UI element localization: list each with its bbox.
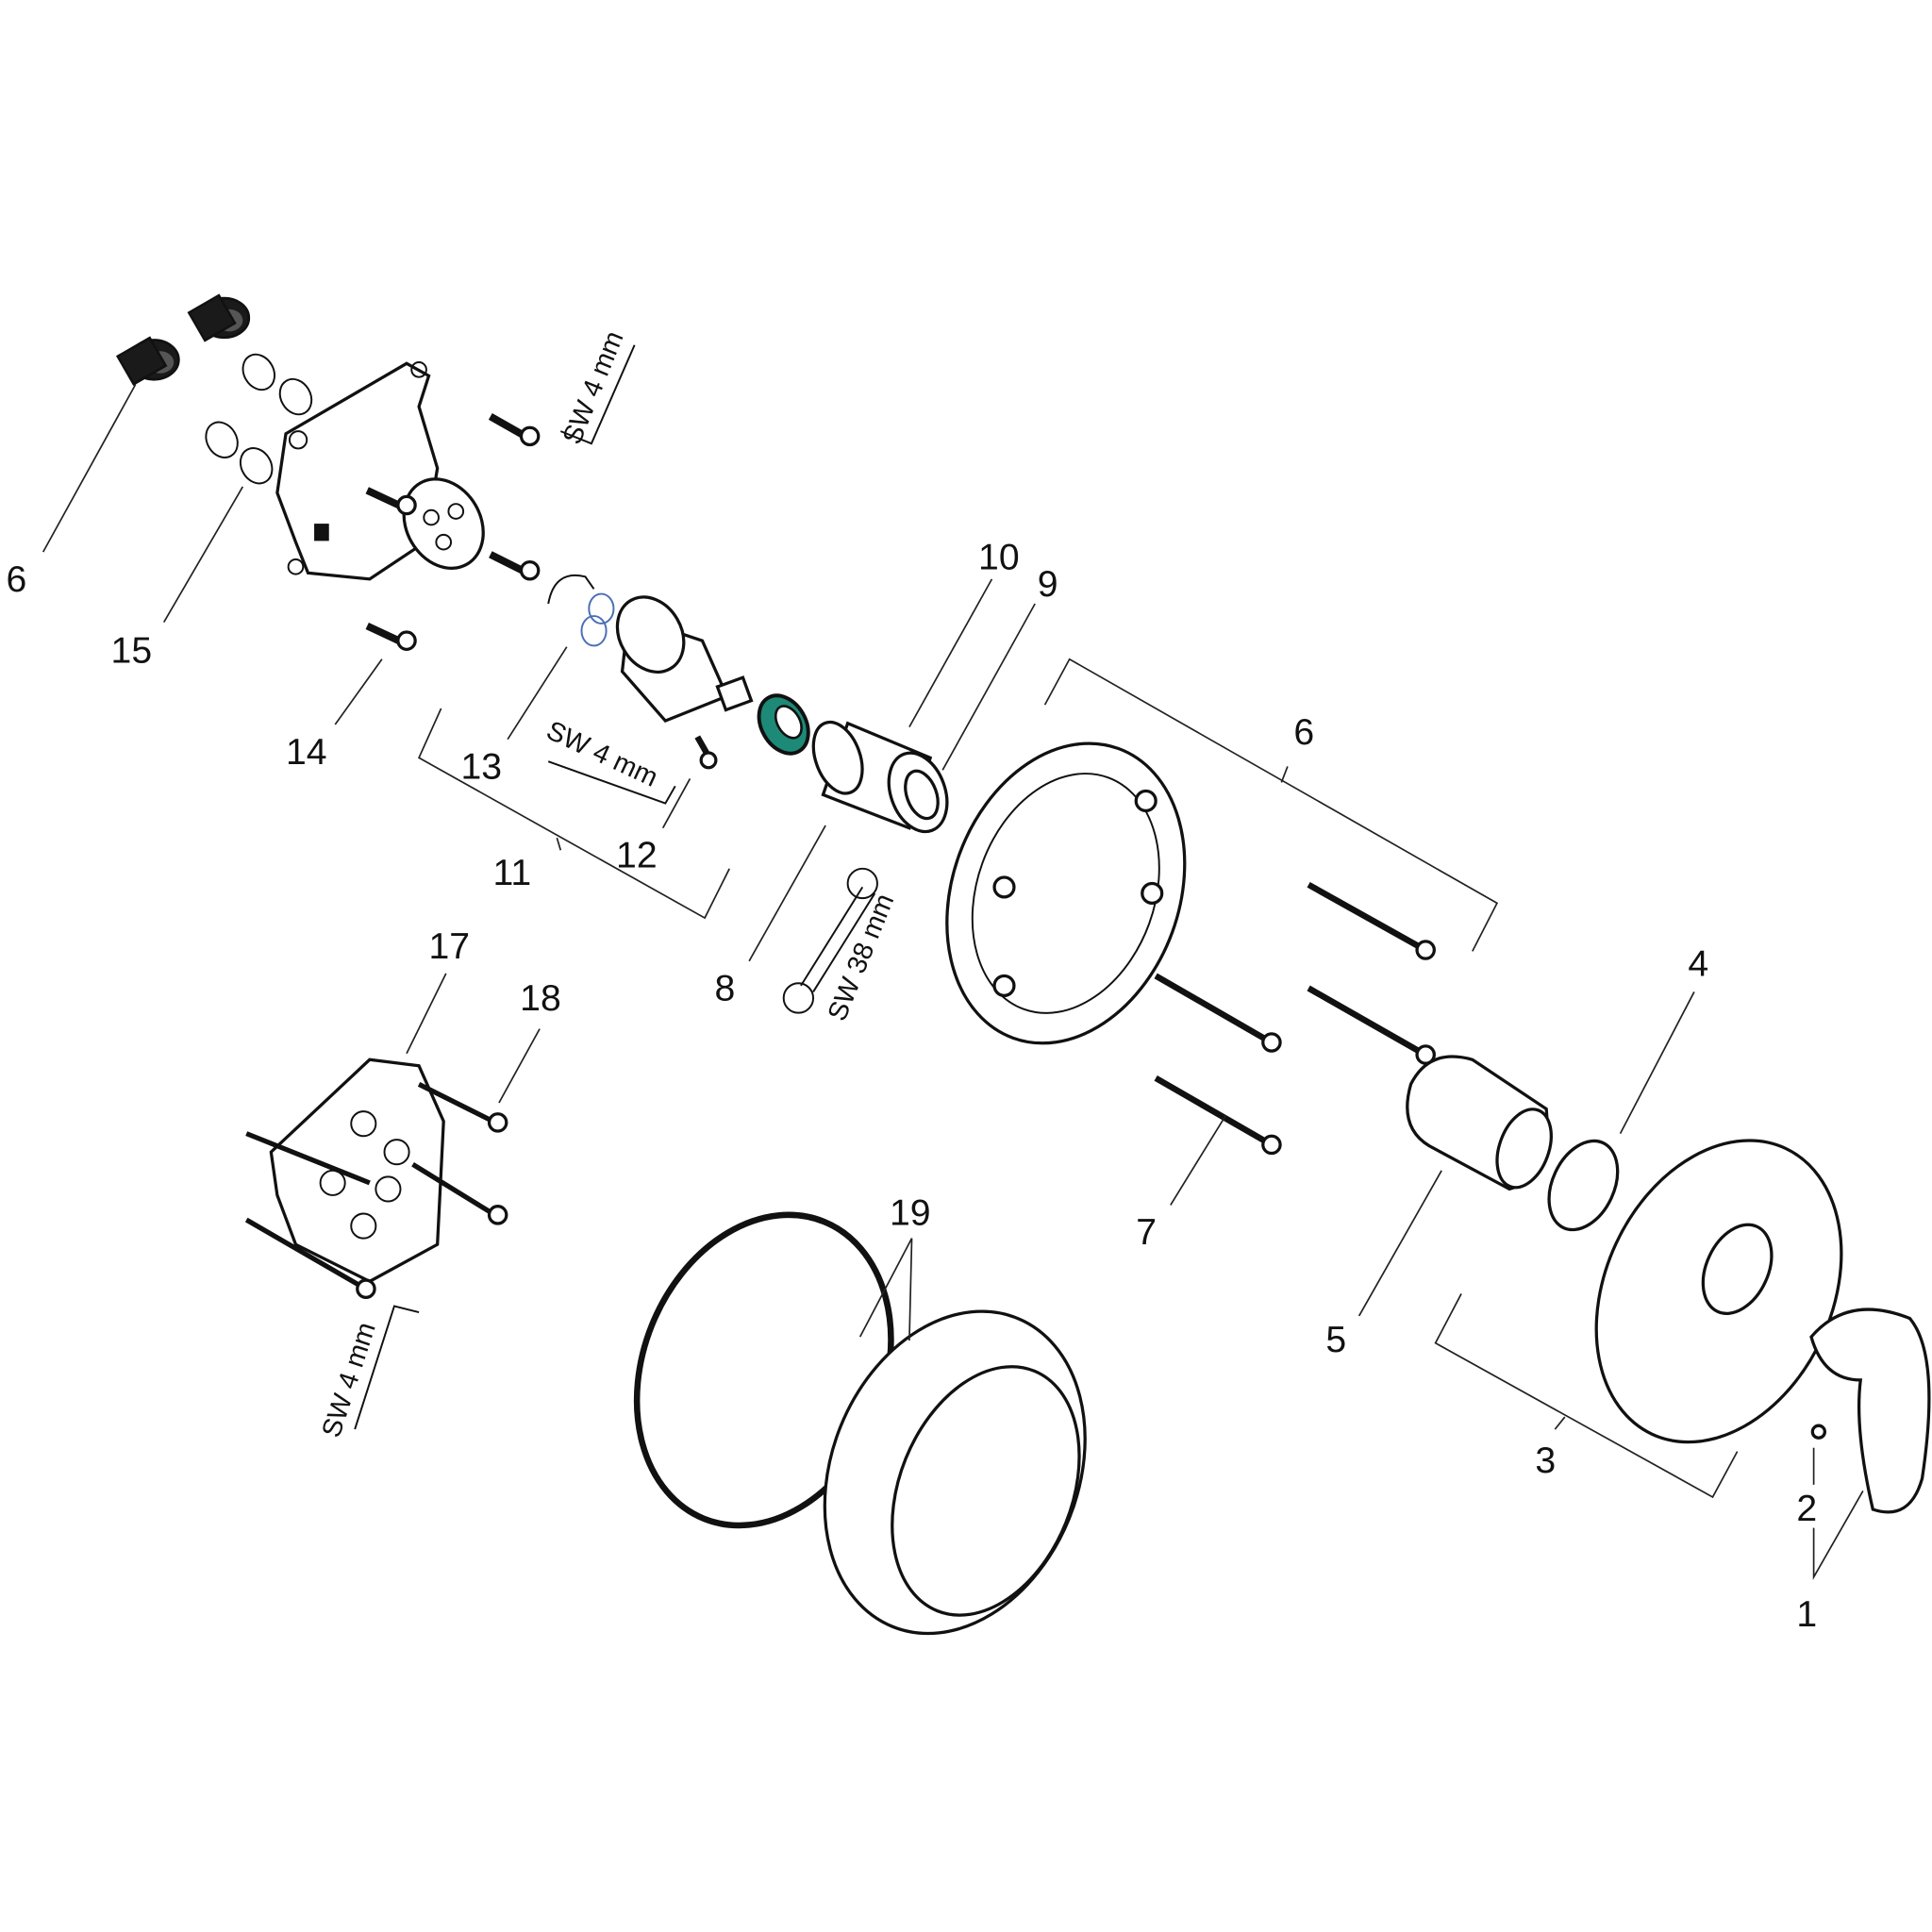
callout-19: 19 (890, 1192, 931, 1233)
callout-15: 15 (111, 631, 153, 672)
part-15-o-rings[interactable] (200, 349, 318, 490)
callout-10: 10 (978, 537, 1020, 577)
part-5-sleeve-cap[interactable] (1406, 1055, 1561, 1195)
part-19-extension-ring[interactable] (778, 1272, 1131, 1673)
part-12-screw[interactable] (694, 735, 718, 770)
callout-18: 18 (520, 978, 561, 1019)
leader-lines (42, 384, 1864, 1581)
part-6-fittings[interactable] (115, 293, 251, 386)
callout-labels: 6 15 14 13 11 12 10 9 8 6 7 4 5 3 2 1 17… (7, 537, 1818, 1635)
callout-6b: 6 (1293, 712, 1314, 753)
part-6-mounting-plate[interactable] (907, 709, 1225, 1076)
callout-4: 4 (1688, 943, 1708, 984)
callout-12: 12 (616, 836, 658, 876)
callout-1: 1 (1796, 1594, 1817, 1635)
part-17-installation-body[interactable] (269, 1058, 445, 1284)
callout-8: 8 (715, 969, 736, 1009)
allen-key-3 (354, 1305, 420, 1430)
callout-13: 13 (460, 746, 502, 787)
callout-5: 5 (1325, 1320, 1346, 1360)
valve-body[interactable] (275, 361, 499, 583)
part-13-o-ring[interactable] (580, 592, 615, 647)
callout-3: 3 (1535, 1441, 1556, 1481)
wrench-tool (782, 867, 878, 1014)
part-8-sleeve[interactable] (805, 715, 958, 840)
callout-7: 7 (1136, 1212, 1157, 1253)
callout-2: 2 (1796, 1489, 1817, 1529)
part-11-cartridge[interactable] (604, 585, 754, 724)
part-3-cover-plate[interactable] (1549, 1101, 1888, 1483)
tool-label-sw4-bottom: SW 4 mm (316, 1319, 381, 1441)
part-14-screws[interactable] (365, 413, 541, 651)
allen-key-1 (559, 344, 636, 445)
part-7-long-screws[interactable] (1154, 881, 1436, 1156)
part-2-grub-screw[interactable] (1810, 1424, 1826, 1440)
callout-11: 11 (492, 853, 531, 893)
callout-17: 17 (429, 926, 471, 967)
part-18-screws[interactable] (244, 1082, 508, 1299)
part-4-o-ring[interactable] (1536, 1130, 1631, 1241)
callout-6a: 6 (7, 559, 27, 600)
part-1-lever[interactable] (1809, 1307, 1931, 1514)
callout-9: 9 (1038, 564, 1058, 605)
clip (547, 575, 595, 605)
green-seal-ring[interactable] (749, 687, 818, 762)
callout-14: 14 (286, 732, 327, 773)
allen-key-2 (547, 760, 676, 805)
tool-label-sw4-top: SW 4 mm (558, 327, 630, 449)
